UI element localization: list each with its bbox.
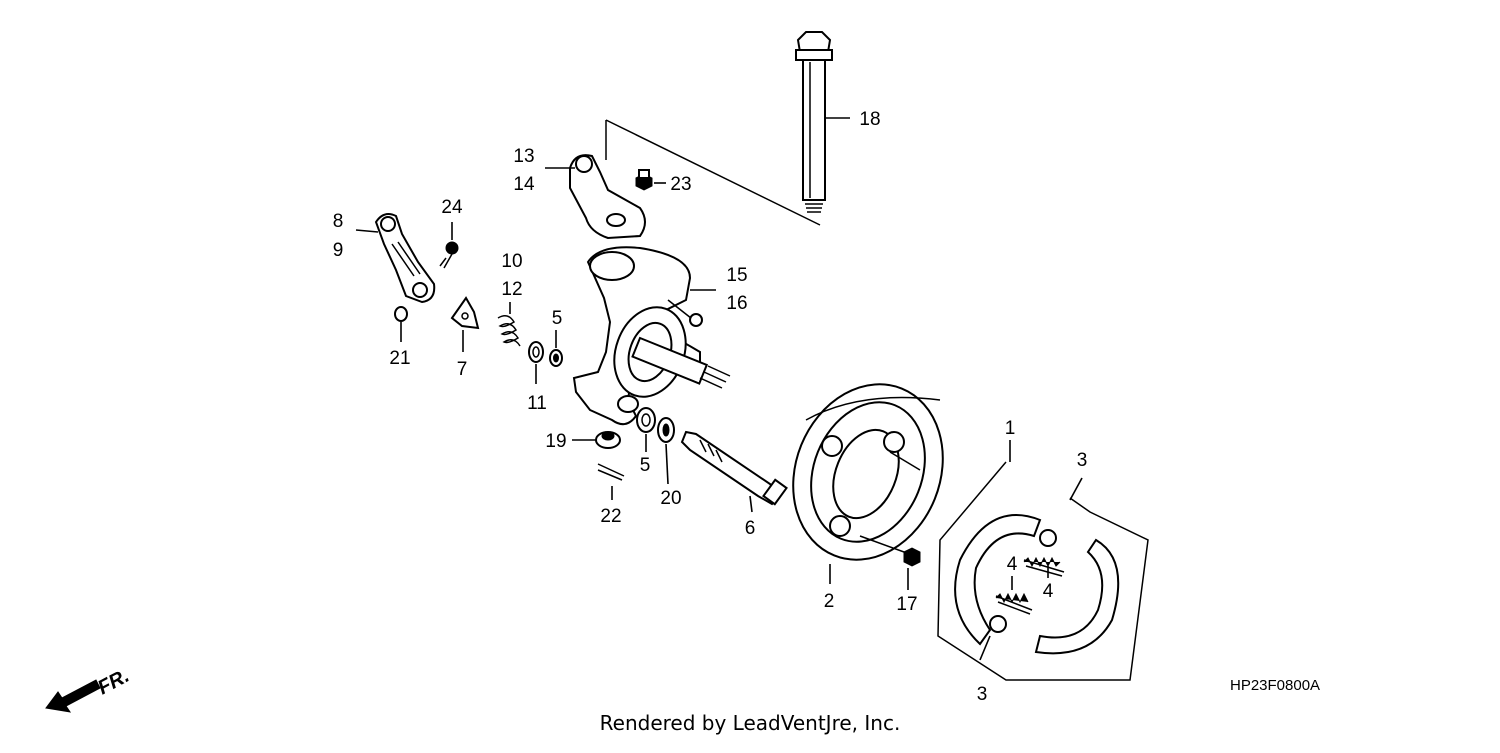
callout-13: 13	[513, 146, 534, 167]
callout-11: 11	[527, 393, 547, 414]
render-credit-footer: Rendered by LeadVentJre, Inc.	[600, 711, 901, 735]
front-direction-arrow-icon	[45, 679, 101, 713]
callout-15: 15	[726, 265, 747, 286]
callout-7: 7	[457, 359, 468, 380]
bolt-18	[795, 31, 850, 213]
callout-19: 19	[545, 431, 566, 452]
callout-23: 23	[670, 174, 691, 195]
seal-20	[657, 417, 675, 485]
washer-5-upper	[549, 330, 563, 367]
brake-drum-2	[792, 383, 944, 584]
callout-24: 24	[441, 197, 463, 218]
assembly-line	[605, 119, 821, 226]
washer-5-lower	[636, 407, 656, 452]
cap-nut-19	[572, 431, 621, 449]
callout-10: 10	[501, 251, 522, 272]
brake-shoe-set-1	[937, 440, 1149, 681]
nut-17	[903, 547, 921, 590]
front-direction-label: FR.	[94, 665, 133, 700]
spring-10-12	[497, 302, 521, 347]
callout-5-upper: 5	[552, 308, 563, 329]
callout-4-left: 4	[1007, 554, 1018, 575]
bracket-13-14	[545, 154, 646, 240]
axle-6	[680, 430, 788, 513]
cotter-pin-22	[597, 463, 625, 500]
callout-14: 14	[513, 174, 535, 195]
plate-7	[450, 296, 480, 352]
callout-17: 17	[896, 594, 917, 615]
callout-16: 16	[726, 293, 747, 314]
callout-1: 1	[1005, 418, 1016, 439]
callout-20: 20	[660, 488, 681, 509]
callout-6: 6	[745, 518, 756, 539]
callout-22: 22	[600, 506, 621, 527]
callout-18: 18	[859, 109, 880, 130]
callout-21: 21	[389, 348, 410, 369]
callout-3-upper: 3	[1077, 450, 1088, 471]
washer-11	[528, 341, 544, 384]
bolt-23	[635, 169, 666, 191]
diagram-code: HP23F0800A	[1230, 677, 1320, 694]
lever-arm-8-9	[355, 213, 436, 304]
callout-4-right: 4	[1043, 581, 1054, 602]
nut-21	[394, 306, 408, 342]
callout-5-lower: 5	[640, 455, 651, 476]
callout-3-lower: 3	[977, 684, 988, 705]
callout-12: 12	[501, 279, 522, 300]
callout-9: 9	[333, 240, 344, 261]
callout-2: 2	[824, 591, 835, 612]
knuckle-15-16	[572, 246, 731, 426]
bolt-24	[439, 222, 459, 269]
callout-8: 8	[333, 211, 344, 232]
